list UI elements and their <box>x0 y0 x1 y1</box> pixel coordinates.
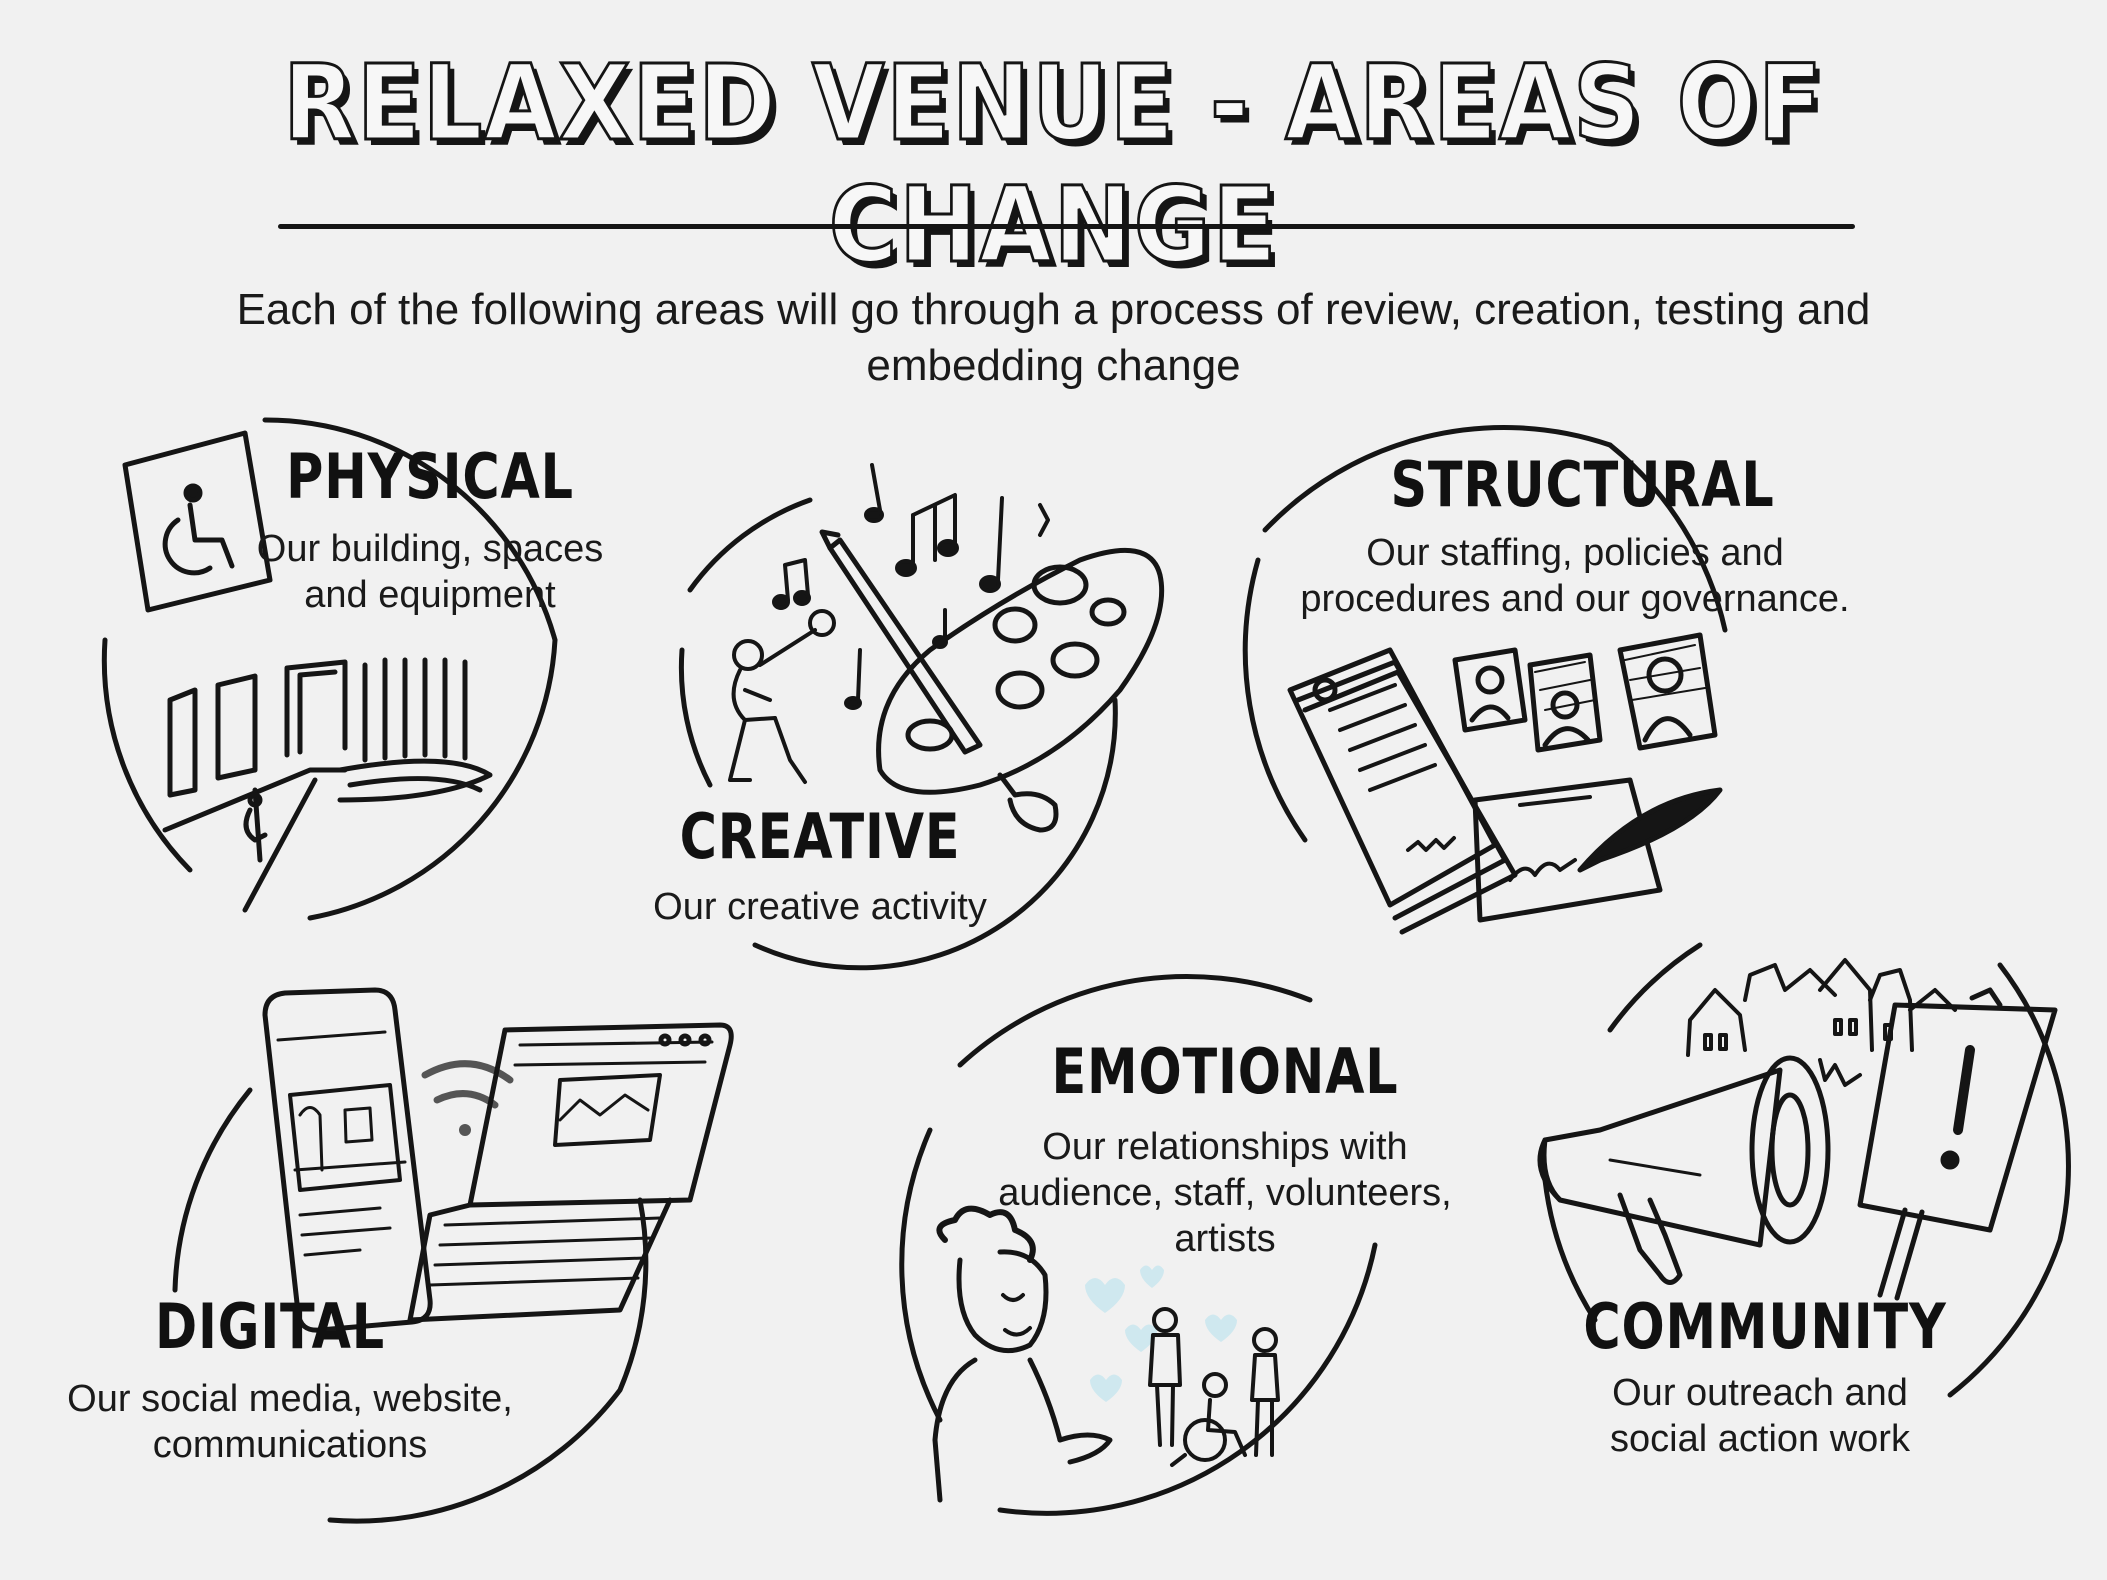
person-smiling-icon <box>932 1205 1113 1503</box>
houses-icon <box>1686 958 1957 1087</box>
community-circle <box>1542 942 2071 1398</box>
area-title-structural: STRUCTURAL <box>1390 448 1775 521</box>
protest-sign-icon <box>1857 987 2058 1301</box>
smartphone-icon <box>262 987 433 1333</box>
area-desc-community: Our outreach and social action work <box>1610 1372 1910 1460</box>
area-title-physical: PHYSICAL <box>286 440 574 513</box>
intro-text: Each of the following areas will go thro… <box>236 285 1871 390</box>
digital-circle <box>172 1087 649 1524</box>
area-title-creative: CREATIVE <box>679 800 961 873</box>
hearts-icon <box>1085 1265 1237 1402</box>
quill-icon <box>1472 777 1723 923</box>
paint-palette-icon <box>876 547 1165 795</box>
paintbrush-icon <box>819 529 1059 833</box>
area-title-emotional: EMOTIONAL <box>1051 1035 1399 1108</box>
area-title-community: COMMUNITY <box>1583 1290 1947 1363</box>
accessibility-sign-icon <box>122 430 273 613</box>
physical-circle <box>101 417 558 921</box>
music-notes-icon <box>772 463 1050 710</box>
area-desc-creative: Our creative activity <box>653 886 987 928</box>
area-desc-structural: Our staffing, policies and procedures an… <box>1300 532 1850 620</box>
ramp-icon <box>162 767 348 913</box>
megaphone-icon <box>1537 1055 1831 1285</box>
area-desc-emotional: Our relationships with audience, staff, … <box>998 1126 1452 1260</box>
emotional-circle <box>899 974 1378 1516</box>
area-desc-physical: Our building, spaces and equipment <box>256 528 604 616</box>
group-of-people-icon <box>1148 1307 1280 1467</box>
title-divider <box>278 224 1855 229</box>
staff-portraits-icon <box>1452 632 1718 753</box>
laptop-icon <box>407 1022 734 1323</box>
structural-circle <box>1242 425 1728 843</box>
building-entrance-icon <box>167 657 493 803</box>
performer-icon <box>728 609 836 784</box>
documents-icon <box>1287 647 1518 935</box>
area-desc-digital: Our social media, website, communication… <box>67 1378 513 1466</box>
creative-circle <box>678 497 1118 971</box>
area-title-digital: DIGITAL <box>155 1290 385 1363</box>
